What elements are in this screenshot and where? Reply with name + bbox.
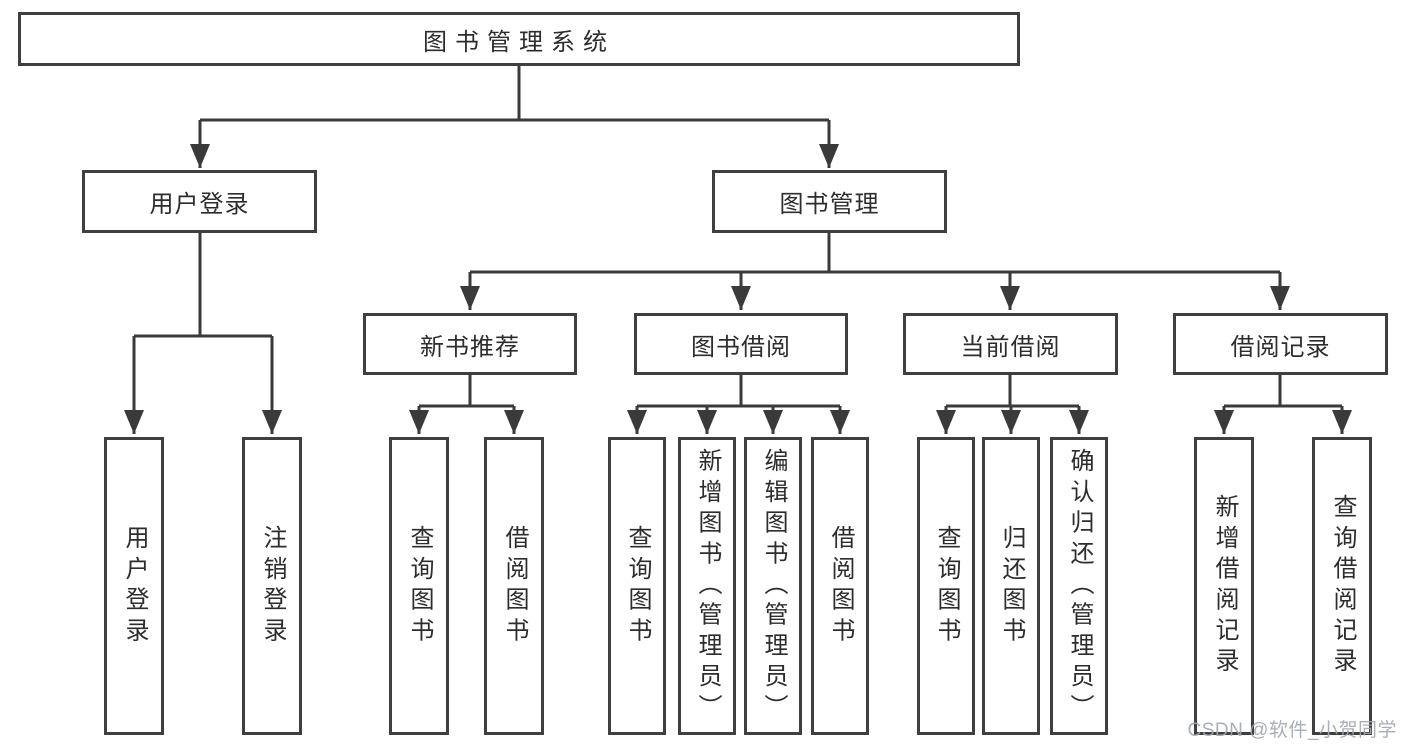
csdn-watermark: CSDN @软件_小贺同学 [1187, 720, 1397, 741]
leaf-borrow-book-a: 借阅图书 [484, 437, 544, 735]
connector-borrow-record [1224, 375, 1342, 408]
leaf-user-login-label: 用户登录 [121, 524, 148, 648]
node-library-system-label: 图书管理系统 [423, 28, 615, 56]
leaf-confirm-return-admin-label: 确认归还（管理员） [1066, 447, 1093, 725]
leaf-add-borrow-record: 新增借阅记录 [1194, 437, 1254, 735]
node-library-system: 图书管理系统 [18, 12, 1020, 66]
leaf-query-books-a: 查询图书 [389, 437, 449, 735]
leaf-add-book-admin: 新增图书（管理员） [678, 437, 736, 735]
leaf-confirm-return-admin: 确认归还（管理员） [1050, 437, 1108, 735]
leaf-return-book-label: 归还图书 [998, 524, 1025, 648]
node-new-book-recommend: 新书推荐 [363, 313, 577, 375]
leaf-add-book-admin-label: 新增图书（管理员） [694, 447, 721, 725]
connector-root [200, 66, 829, 122]
connector-current-borrow [946, 375, 1079, 408]
leaf-query-borrow-record-label: 查询借阅记录 [1329, 493, 1356, 679]
leaf-return-book: 归还图书 [982, 437, 1040, 735]
node-current-borrow-label: 当前借阅 [960, 333, 1061, 361]
leaf-edit-book-admin-label: 编辑图书（管理员） [760, 447, 787, 725]
leaf-borrow-book-b: 借阅图书 [811, 437, 869, 735]
node-borrow-record: 借阅记录 [1173, 313, 1388, 375]
node-current-borrow: 当前借阅 [903, 313, 1118, 375]
connector-book-management [470, 233, 1280, 274]
connector-user-login [134, 233, 272, 338]
node-user-login-label: 用户登录 [149, 191, 250, 218]
leaf-query-books-c: 查询图书 [917, 437, 975, 735]
node-book-borrow-label: 图书借阅 [691, 333, 791, 361]
leaf-edit-book-admin: 编辑图书（管理员） [744, 437, 802, 735]
leaf-borrow-book-b-label: 借阅图书 [827, 524, 854, 648]
leaf-query-books-a-label: 查询图书 [406, 524, 433, 648]
leaf-query-borrow-record: 查询借阅记录 [1312, 437, 1372, 735]
node-borrow-record-label: 借阅记录 [1230, 333, 1331, 361]
node-book-borrow: 图书借阅 [634, 313, 848, 375]
leaf-query-books-c-label: 查询图书 [933, 524, 960, 648]
leaf-logout-label: 注销登录 [259, 524, 286, 648]
leaf-query-books-b-label: 查询图书 [624, 524, 651, 648]
leaf-user-login: 用户登录 [104, 437, 164, 735]
leaf-add-borrow-record-label: 新增借阅记录 [1211, 493, 1238, 679]
leaf-query-books-b: 查询图书 [608, 437, 666, 735]
node-user-login: 用户登录 [82, 170, 317, 233]
leaf-borrow-book-a-label: 借阅图书 [501, 524, 528, 648]
leaf-logout: 注销登录 [242, 437, 302, 735]
node-book-management: 图书管理 [712, 170, 947, 233]
node-book-management-label: 图书管理 [779, 191, 880, 218]
connector-book-borrow [637, 375, 840, 408]
node-new-book-recommend-label: 新书推荐 [420, 333, 520, 361]
connector-new-book-recommend [419, 375, 514, 408]
